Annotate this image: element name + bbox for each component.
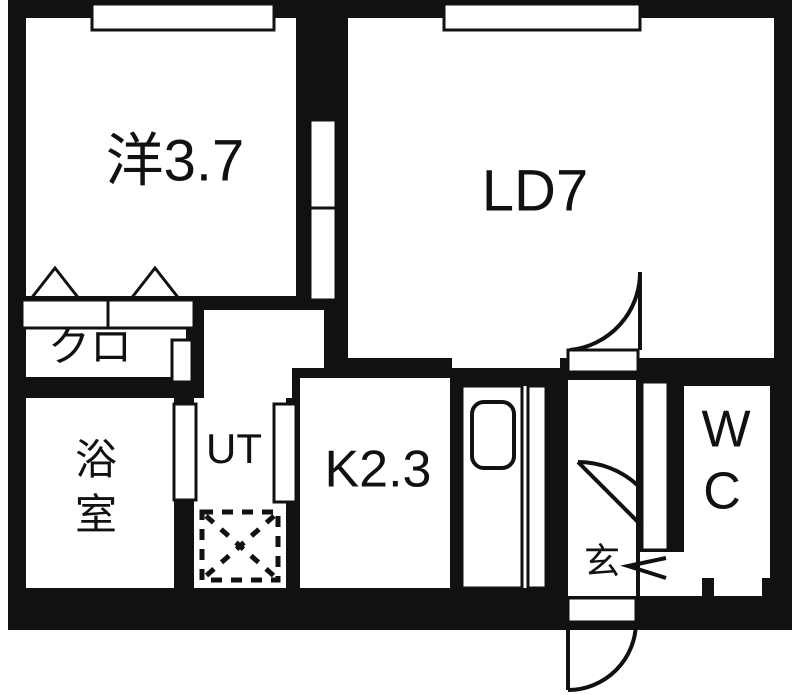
kitchen-sink-icon <box>470 400 516 470</box>
room-label-utility: UT <box>206 425 262 472</box>
toilet-door <box>576 380 670 552</box>
entrance-door <box>566 596 638 692</box>
entrance-step-arrow <box>620 556 667 580</box>
room-floor-living-dining <box>348 18 774 358</box>
room-labels: 洋3.7 LD7 クロ 浴 室 UT K2.3 W C 玄 <box>48 128 751 581</box>
room-label-kitchen: K2.3 <box>325 441 432 499</box>
closet-folding-doors <box>20 265 196 330</box>
washing-machine-space <box>199 509 281 583</box>
bathroom-door <box>172 402 198 502</box>
room-label-toilet-line2: C <box>703 463 741 521</box>
room-floors <box>26 18 774 596</box>
room-label-entrance: 玄 <box>584 541 620 582</box>
room-floor-bathroom <box>26 398 174 588</box>
room-floor-western-room <box>26 18 296 296</box>
kitchen-counter <box>462 386 546 588</box>
room-label-living-dining: LD7 <box>482 158 588 223</box>
room-floor-utility <box>194 398 286 588</box>
exterior-windows <box>90 2 642 32</box>
room-label-closet: クロ <box>48 323 132 370</box>
shoe-box-right <box>714 552 762 596</box>
window-living-top <box>444 4 640 30</box>
window-bedroom-top <box>92 4 274 30</box>
room-floor-toilet <box>684 386 770 578</box>
room-label-bathroom-line2: 室 <box>75 491 117 538</box>
closet-side-slot <box>170 338 194 384</box>
living-hall-door <box>566 271 643 374</box>
utility-kitchen-door <box>272 402 298 504</box>
room-label-bathroom-line1: 浴 <box>75 436 117 483</box>
sliding-door-bedroom-living <box>308 118 338 302</box>
kitchen-counter-group <box>460 384 548 590</box>
room-label-toilet-line1: W <box>701 401 750 459</box>
room-label-western-room: 洋3.7 <box>106 128 245 193</box>
room-floor-kitchen <box>300 378 450 588</box>
entrance-landing <box>568 552 630 596</box>
